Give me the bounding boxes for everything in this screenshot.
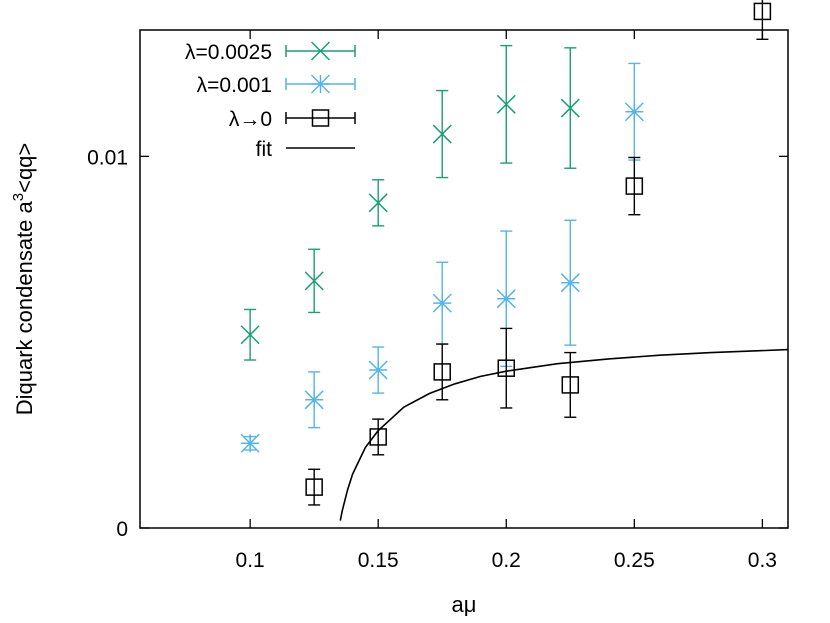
data-point bbox=[305, 478, 323, 496]
legend-marker bbox=[311, 109, 330, 127]
legend-marker bbox=[310, 74, 331, 94]
y-axis-label: Diquark condensate a3<qq> bbox=[10, 143, 37, 416]
legend-label: fit bbox=[256, 138, 273, 161]
series-layer bbox=[240, 0, 789, 521]
data-point bbox=[560, 273, 580, 293]
series-3 bbox=[339, 348, 789, 521]
error-bar bbox=[564, 351, 577, 418]
data-point bbox=[304, 271, 324, 291]
error-bar bbox=[756, 0, 769, 40]
data-point bbox=[497, 359, 516, 377]
plot-frame bbox=[139, 29, 789, 529]
legend: λ=0.0025 λ=0.001 λ→0 fit bbox=[185, 41, 356, 161]
data-point bbox=[368, 193, 388, 213]
data-point bbox=[369, 428, 387, 446]
series-2 bbox=[305, 0, 772, 506]
data-point bbox=[433, 363, 451, 381]
y-axis-label-tail: <qq> bbox=[12, 143, 37, 193]
legend-label: λ→0 bbox=[229, 108, 272, 131]
series-0 bbox=[240, 44, 580, 361]
error-bar bbox=[436, 343, 449, 401]
x-tick-label: 0.2 bbox=[492, 549, 521, 572]
fit-curve bbox=[339, 348, 789, 521]
x-tick-label: 0.1 bbox=[236, 549, 265, 572]
error-bar bbox=[308, 468, 321, 506]
y-tick-label: 0.01 bbox=[87, 146, 128, 169]
data-point bbox=[432, 293, 452, 313]
data-point bbox=[496, 94, 516, 114]
legend-item: λ→0 bbox=[229, 108, 356, 131]
data-point bbox=[368, 360, 388, 380]
legend-item: fit bbox=[256, 138, 355, 161]
x-tick-label: 0.3 bbox=[748, 549, 777, 572]
data-point bbox=[432, 124, 452, 144]
data-point bbox=[304, 390, 324, 410]
error-bar bbox=[628, 156, 641, 216]
axis-ticks: 0.1 0.15 0.2 0.25 0.3 0 0.01 bbox=[87, 30, 788, 572]
error-bar bbox=[500, 327, 513, 409]
data-point bbox=[240, 433, 260, 453]
data-point bbox=[240, 325, 260, 345]
data-point bbox=[753, 2, 772, 21]
data-point bbox=[624, 102, 644, 122]
legend-label: λ=0.001 bbox=[197, 74, 272, 97]
legend-item: λ=0.001 bbox=[197, 74, 356, 97]
legend-label: λ=0.0025 bbox=[185, 41, 272, 64]
error-bar bbox=[372, 418, 385, 456]
y-axis-label-main: Diquark condensate a bbox=[12, 200, 37, 415]
y-axis-label-sup: 3 bbox=[10, 193, 27, 201]
x-axis-label: aμ bbox=[452, 592, 477, 617]
data-point bbox=[496, 289, 516, 309]
data-point bbox=[625, 177, 644, 195]
legend-marker bbox=[310, 41, 331, 61]
y-tick-label: 0 bbox=[116, 518, 128, 541]
data-point bbox=[561, 376, 580, 394]
legend-item: λ=0.0025 bbox=[185, 41, 356, 64]
x-tick-label: 0.15 bbox=[358, 549, 399, 572]
x-tick-label: 0.25 bbox=[614, 549, 655, 572]
data-point bbox=[560, 98, 580, 118]
